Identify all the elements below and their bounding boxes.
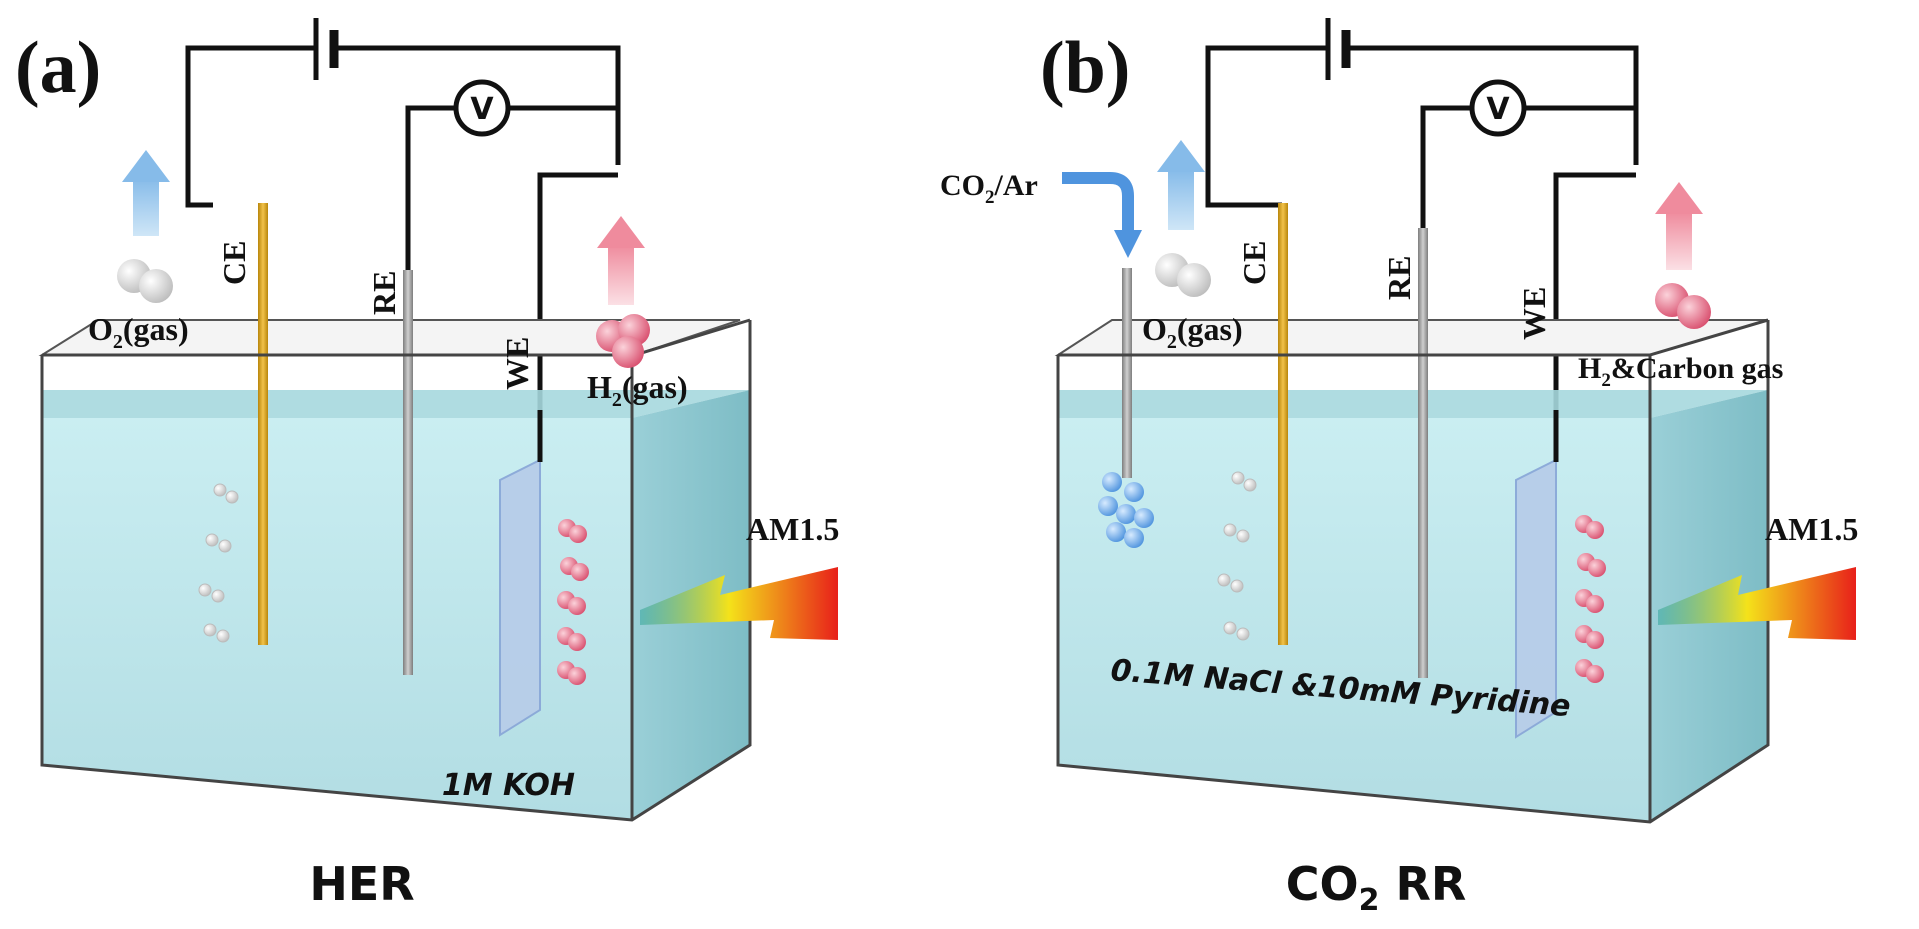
panel-label: (b) — [1040, 27, 1130, 109]
panel-b: (b) V — [940, 18, 1858, 918]
panel-caption: CO2 RR — [1286, 857, 1467, 918]
panel-a: (a) V — [15, 18, 839, 911]
electrolyte-tank — [1054, 319, 1769, 822]
co2-bubbles — [1098, 472, 1154, 548]
hydrogen-gas-label: H2(gas) — [587, 369, 688, 411]
reference-electrode — [403, 270, 413, 675]
hydrogen-bubbles — [1575, 515, 1606, 683]
working-electrode — [499, 458, 541, 737]
oxygen-gas-label: O2(gas) — [88, 311, 189, 353]
hydrogen-molecule-icon — [596, 314, 650, 368]
light-source-label: AM1.5 — [746, 511, 839, 547]
hydrogen-up-arrow-icon — [597, 216, 645, 248]
electrolyte-label: 1M KOH — [442, 768, 575, 803]
oxygen-up-arrow-shaft — [133, 178, 159, 236]
hydrogen-up-arrow-icon — [1655, 182, 1703, 214]
oxygen-bubbles — [1217, 471, 1257, 641]
oxygen-bubbles — [198, 483, 239, 643]
panel-label: (a) — [15, 27, 101, 109]
hydrogen-bubbles — [557, 519, 589, 685]
voltmeter-icon: V — [1469, 79, 1527, 137]
hydrogen-up-arrow-shaft — [608, 245, 634, 305]
light-bolt-icon — [640, 567, 838, 640]
hydrogen-up-arrow-shaft — [1666, 212, 1692, 270]
light-bolt-icon — [1658, 567, 1856, 640]
hydrogen-molecule-icon — [1655, 283, 1711, 329]
panel-caption: HER — [309, 857, 414, 911]
oxygen-molecule-icon — [1155, 253, 1211, 297]
voltmeter-label: V — [470, 92, 494, 127]
we-label: WE — [499, 337, 535, 390]
oxygen-up-arrow-icon — [122, 150, 170, 182]
voltmeter-icon: V — [453, 79, 511, 137]
oxygen-up-arrow-shaft — [1168, 170, 1194, 230]
gas-inlet-arrowhead-icon — [1114, 230, 1142, 258]
counter-electrode — [258, 203, 268, 645]
oxygen-gas-label: O2(gas) — [1142, 311, 1243, 353]
hydrogen-carbon-gas-label: H2&Carbon gas — [1578, 352, 1783, 391]
light-source-label: AM1.5 — [1765, 511, 1858, 547]
oxygen-molecule-icon — [117, 259, 173, 303]
working-electrode — [1515, 458, 1557, 739]
voltmeter-label: V — [1486, 92, 1510, 127]
oxygen-up-arrow-icon — [1157, 140, 1205, 172]
ce-label: CE — [216, 241, 252, 285]
circuit-wiring — [1205, 18, 1639, 416]
gas-inlet-arrow-icon — [1062, 172, 1134, 232]
gas-inlet-label: CO2/Ar — [940, 169, 1038, 208]
reference-electrode — [1418, 228, 1428, 678]
re-label: RE — [1381, 256, 1417, 300]
we-label: WE — [1516, 287, 1552, 340]
gas-inlet-tube — [1122, 268, 1132, 478]
ce-label: CE — [1236, 241, 1272, 285]
counter-electrode — [1278, 203, 1288, 645]
re-label: RE — [366, 271, 402, 315]
